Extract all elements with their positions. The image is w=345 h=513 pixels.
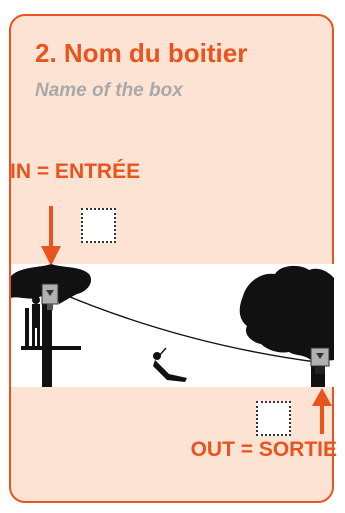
- up-arrow-icon: [312, 388, 332, 434]
- start-zipline-box-icon: [41, 283, 59, 310]
- card-subtitle: Name of the box: [35, 80, 183, 101]
- person-on-platform-icon: [32, 296, 40, 346]
- out-box-placeholder: [256, 401, 291, 436]
- in-box-placeholder: [81, 208, 116, 243]
- instruction-card: 2. Nom du boitier Name of the box: [9, 14, 334, 503]
- in-label: IN = ENTRÉE: [10, 160, 141, 183]
- down-arrow-icon: [41, 206, 61, 266]
- zipline-rider-icon: [153, 347, 187, 382]
- card-title: 2. Nom du boitier: [35, 38, 248, 68]
- left-tree-icon: [11, 264, 92, 387]
- out-label: OUT = SORTIE: [190, 438, 337, 461]
- end-zipline-box-icon: [310, 347, 330, 374]
- zipline-scene: [11, 264, 334, 387]
